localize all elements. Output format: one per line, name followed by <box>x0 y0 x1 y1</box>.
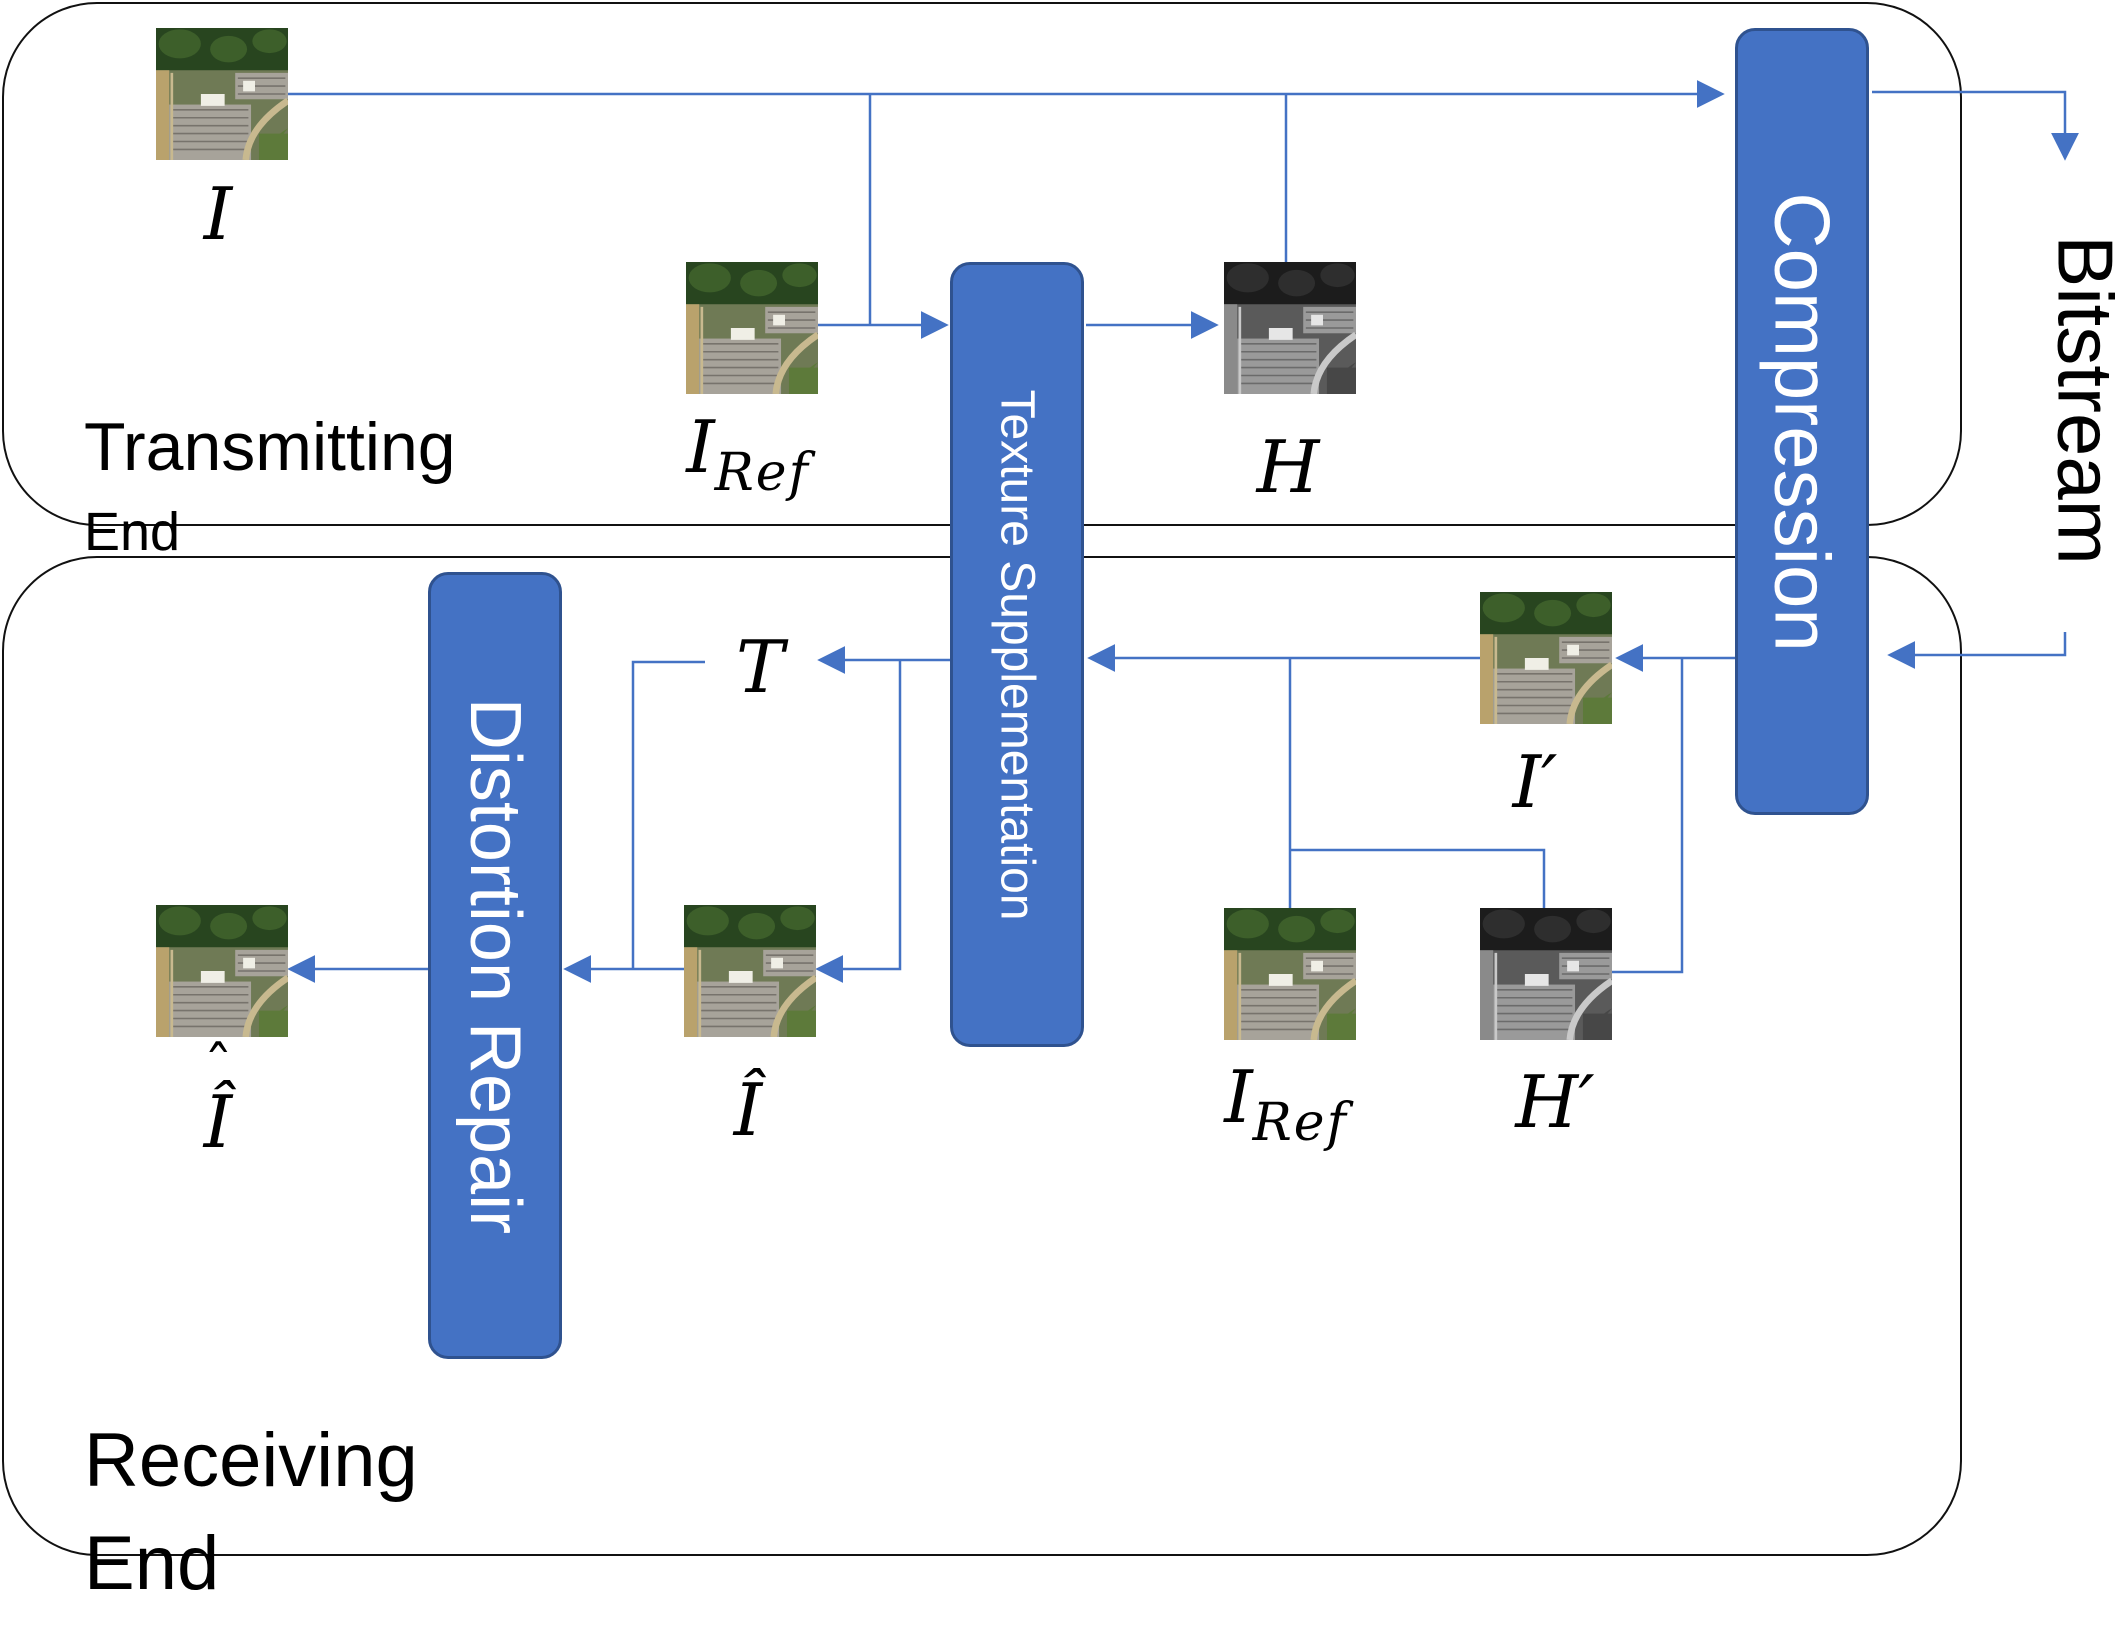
symbol-ihat: Î <box>733 1068 763 1152</box>
texture-supplementation-block[interactable]: Texture Supplementation <box>950 262 1084 1047</box>
transmitting-end-label: Transmitting End <box>84 409 456 563</box>
symbol-iref-top: IRef <box>686 405 810 504</box>
compression-block[interactable]: Compression <box>1735 28 1869 815</box>
symbol-iprime: I′ <box>1512 740 1558 824</box>
arrow-texture-to-ihat <box>815 660 902 983</box>
thumb-i <box>156 28 288 160</box>
symbol-iref-bottom: IRef <box>1224 1055 1348 1154</box>
wire-t-to-repair <box>631 660 705 969</box>
receiving-end-label: Receiving End <box>84 1418 418 1606</box>
symbol-hprime: H′ <box>1515 1060 1595 1144</box>
compression-label: Compression <box>1758 191 1847 652</box>
thumb-ihathat <box>156 905 288 1037</box>
arrow-compression-to-bitstream <box>1872 90 2079 161</box>
bitstream-label: Bitstream <box>2041 235 2119 565</box>
wire-hprime-link <box>1290 848 1546 908</box>
symbol-i: I <box>203 172 233 256</box>
distortion-repair-label: Distortion Repair <box>455 697 535 1234</box>
wire-compression-to-hprime <box>1610 658 1684 974</box>
thumb-hprime <box>1480 908 1612 1040</box>
thumb-ihat <box>684 905 816 1037</box>
thumb-iprime <box>1480 592 1612 724</box>
symbol-h: H <box>1256 425 1320 509</box>
texture-supplementation-label: Texture Supplementation <box>990 389 1044 920</box>
thumb-iref-bottom <box>1224 908 1356 1040</box>
arrow-bitstream-to-compression <box>1887 632 2067 669</box>
distortion-repair-block[interactable]: Distortion Repair <box>428 572 562 1359</box>
symbol-t: T <box>735 625 785 709</box>
thumb-iref-top <box>686 262 818 394</box>
thumb-h <box>1224 262 1356 394</box>
